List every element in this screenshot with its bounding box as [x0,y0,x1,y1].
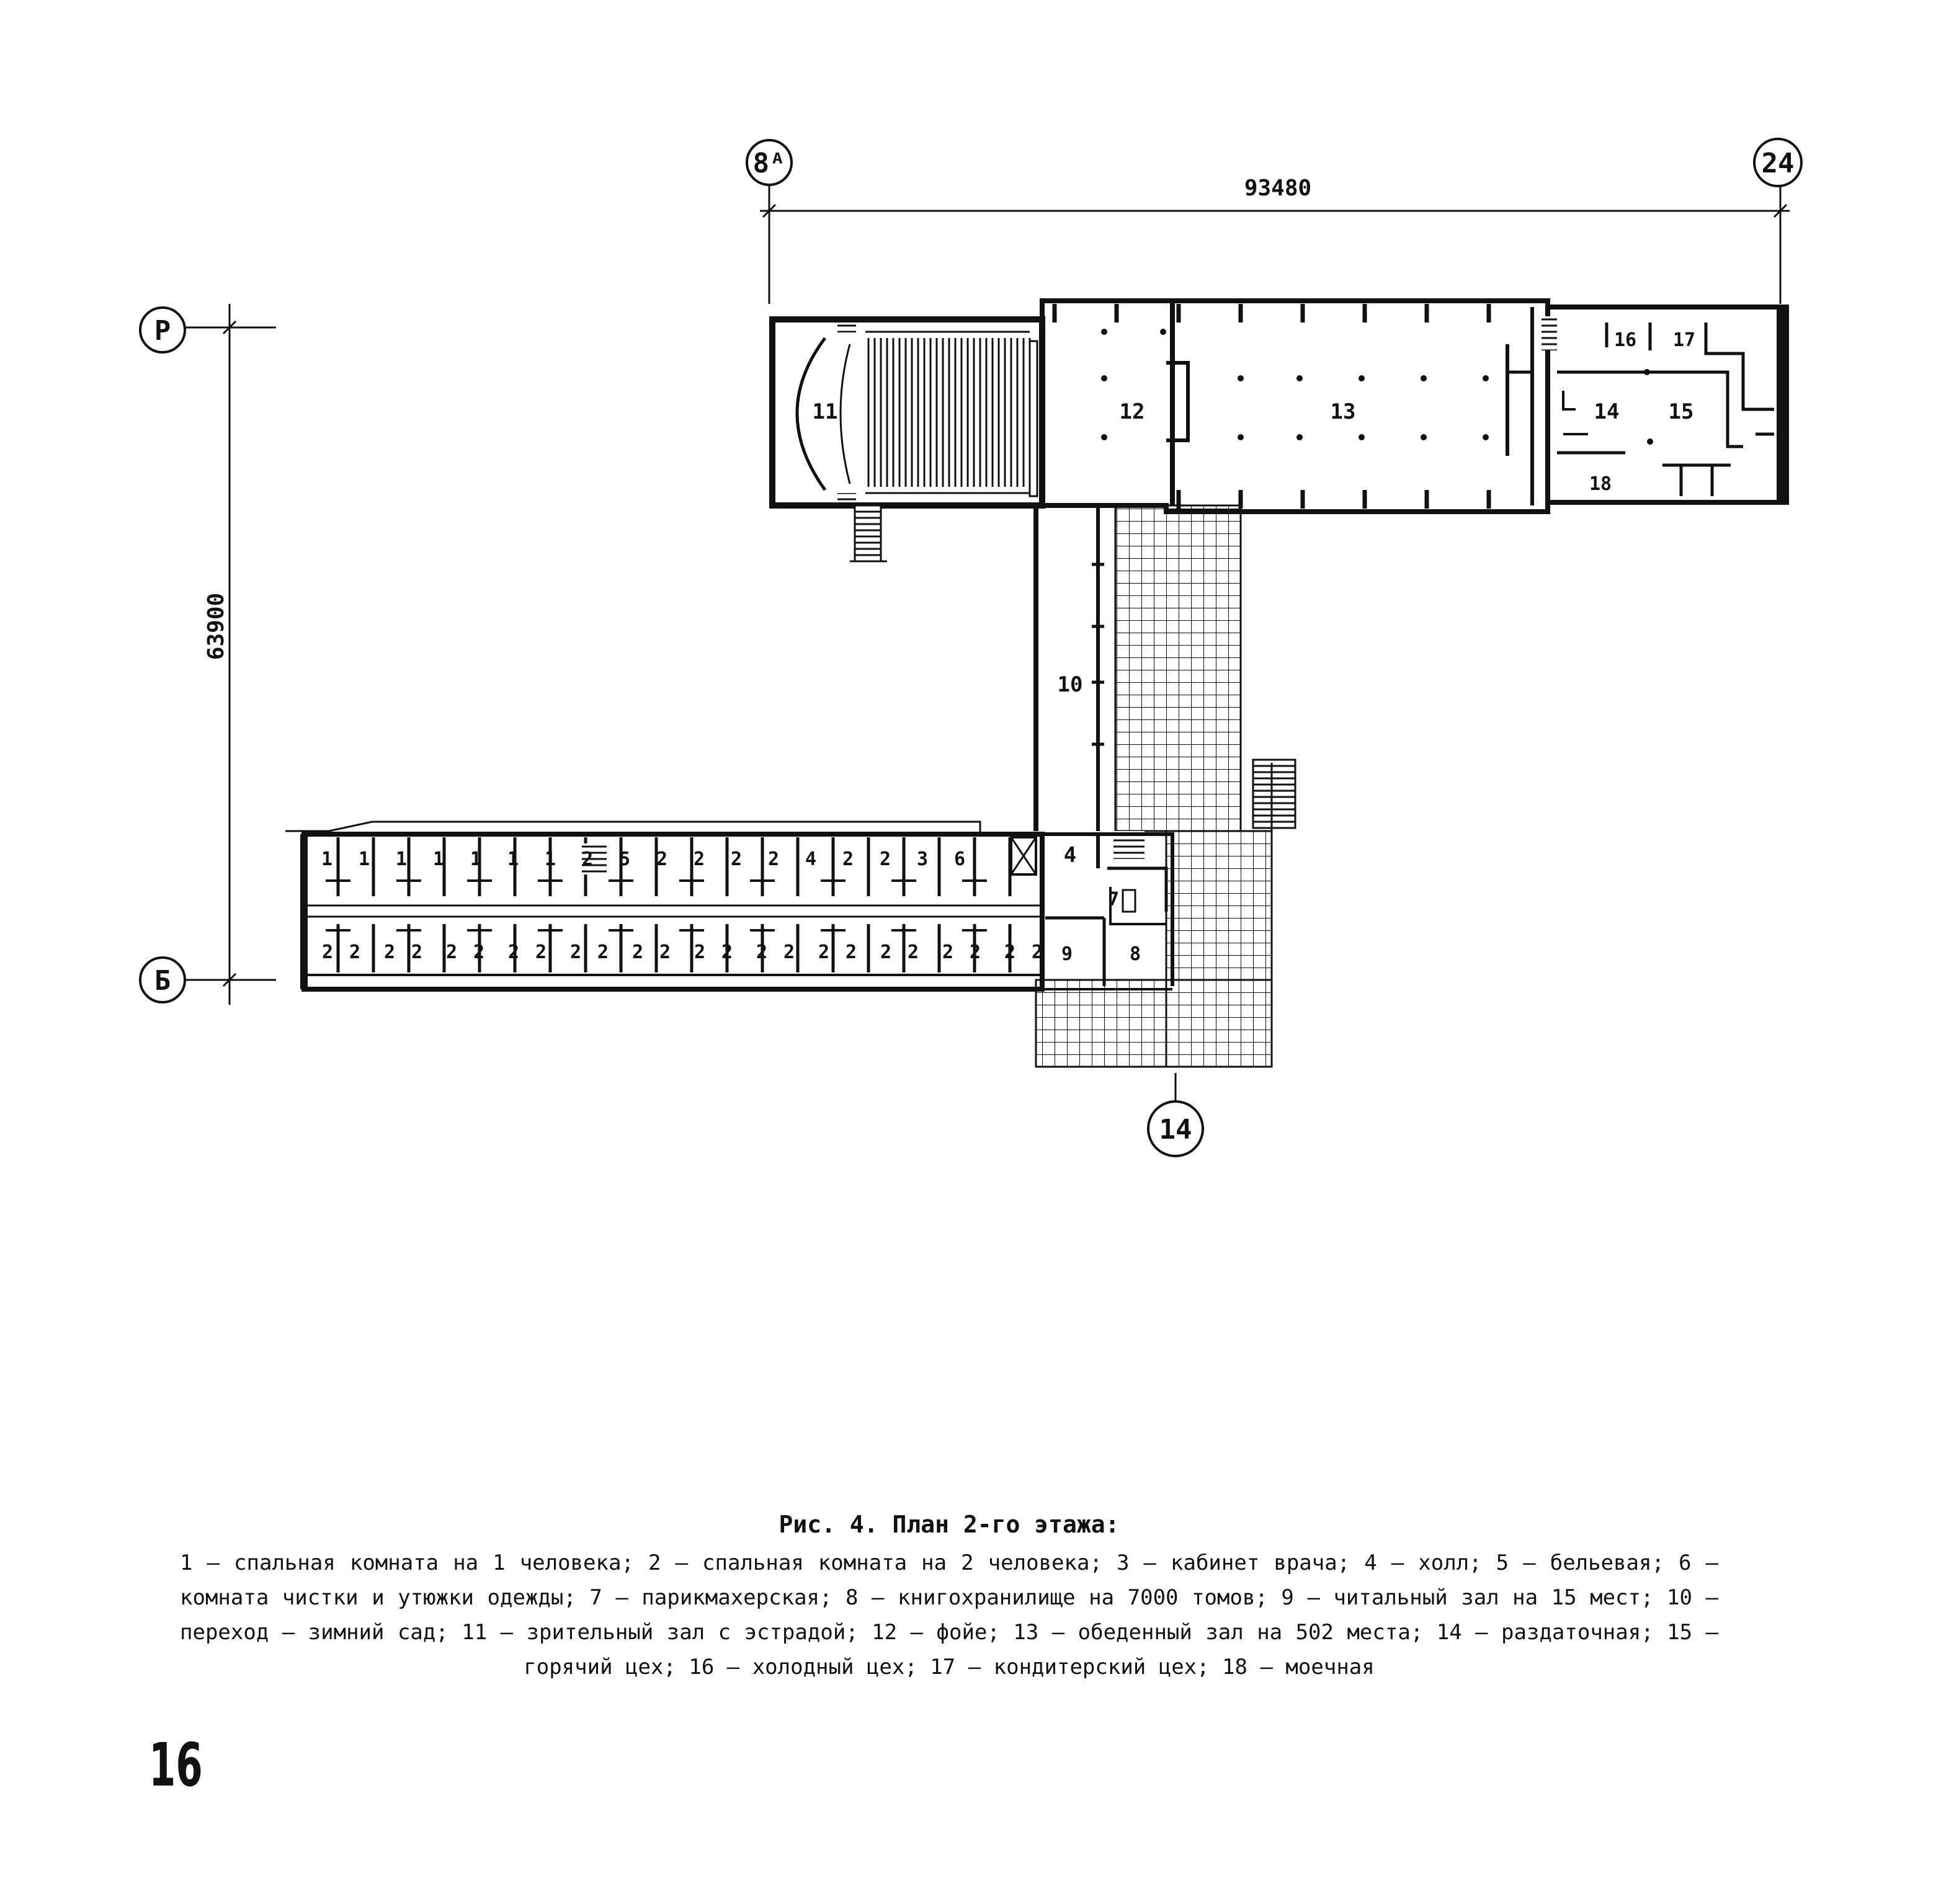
bedroom-label: 2 [880,848,891,870]
bedroom-label: 1 [321,848,332,870]
bedroom-label: 6 [954,848,965,870]
bedroom-label: 2 [880,941,891,963]
bedroom-label: 2 [570,941,581,963]
bedroom-label: 1 [433,848,444,870]
svg-text:Р: Р [154,315,171,347]
bedroom-label: 2 [942,941,953,963]
bedroom-label: 2 [731,848,742,870]
bedroom-label: 2 [694,848,705,870]
bedroom-label: 2 [1032,941,1043,963]
bedroom-label: 2 [508,941,519,963]
svg-text:24: 24 [1762,148,1795,179]
bedroom-label: 2 [846,941,857,963]
bedroom-label: 4 [805,848,816,870]
bedroom-label: 1 [396,848,407,870]
bedroom-label: 1 [545,848,556,870]
bedroom-label: 5 [619,848,630,870]
bedroom-label: 1 [359,848,370,870]
bedroom-label: 2 [908,941,919,963]
room-label-18: 18 [1589,473,1612,495]
figure-caption: Рис. 4. План 2-го этажа: 1 – спальная ко… [180,1507,1718,1684]
bedroom-label: 2 [632,941,643,963]
bedroom-label: 2 [818,941,829,963]
dimension-vertical [186,304,276,1005]
bedroom-label: 2 [659,941,671,963]
bedroom-label: 2 [721,941,733,963]
bedroom-labels-north: 1 1 1 1 1 1 1 2 5 2 2 2 2 4 2 2 3 6 [321,848,965,870]
axis-marker-r: Р [139,306,186,354]
bedroom-label: 2 [384,941,395,963]
room-label-13: 13 [1331,399,1356,424]
bedroom-label: 2 [970,941,981,963]
auditorium [769,316,1045,563]
room-label-14: 14 [1594,399,1620,424]
axis-marker-8a: 8ᴬ [746,139,793,186]
terrace-grid-bottom [1035,979,1273,1068]
room-labels: 11 12 13 14 15 16 17 18 10 4 7 9 8 [813,329,1696,965]
dimension-horizontal-value: 93480 [1244,176,1311,201]
bedroom-label: 2 [322,941,333,963]
axis-marker-14: 14 [1147,1073,1204,1157]
bedroom-label: 1 [470,848,481,870]
bedroom-label: 2 [783,941,795,963]
svg-text:8ᴬ: 8ᴬ [753,148,786,179]
room-label-12: 12 [1120,399,1145,424]
dimension-vertical-value: 63900 [203,593,229,660]
room-label-9: 9 [1061,943,1073,965]
dimension-horizontal [760,186,1790,304]
bedroom-label: 2 [535,941,547,963]
bedroom-label: 2 [446,941,457,963]
room-label-4-hall: 4 [1064,843,1076,868]
room-label-15: 15 [1669,399,1694,424]
axis-marker-24: 24 [1753,138,1803,187]
library-block [1042,832,1174,990]
bedroom-label: 2 [349,941,360,963]
passage-corridor [1033,505,1296,831]
bedroom-label: 2 [1004,941,1015,963]
bedroom-label: 2 [411,941,422,963]
room-label-10: 10 [1058,672,1083,697]
bedroom-label: 2 [842,848,854,870]
svg-text:14: 14 [1159,1114,1192,1146]
bedroom-label: 2 [582,848,593,870]
bedroom-label: 2 [694,941,705,963]
page-number: 16 [149,1730,203,1800]
caption-legend: 1 – спальная комната на 1 человека; 2 – … [180,1550,1718,1679]
axis-marker-b: Б [139,956,186,1003]
room-label-17: 17 [1673,329,1695,351]
caption-title: Рис. 4. План 2-го этажа: [779,1511,1120,1538]
bedroom-label: 2 [597,941,609,963]
terrace-grid-upper [1114,504,1242,832]
bedroom-label: 2 [656,848,667,870]
bedroom-label: 2 [756,941,767,963]
room-label-16: 16 [1614,329,1636,351]
bedroom-label: 2 [768,848,779,870]
bedroom-label: 3 [917,848,928,870]
room-label-11: 11 [813,399,838,424]
residential-wing [285,821,1045,992]
room-label-8: 8 [1130,943,1141,965]
dining-block [1040,298,1789,859]
room-label-7: 7 [1108,889,1119,910]
bedroom-label: 2 [473,941,484,963]
svg-text:Б: Б [154,965,171,997]
bedroom-label: 1 [507,848,519,870]
